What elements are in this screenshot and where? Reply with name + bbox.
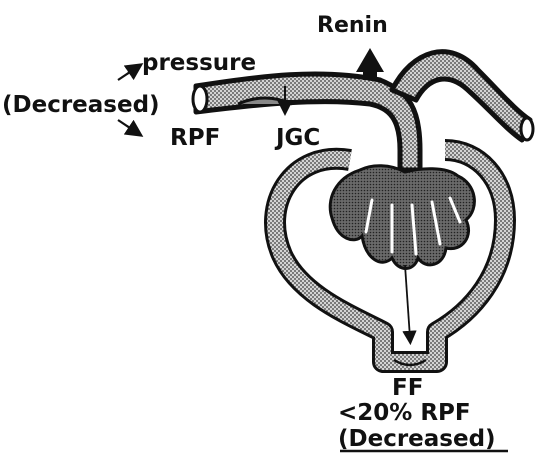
glomerular-tuft: [330, 166, 474, 269]
decreased-left-label: (Decreased): [2, 92, 160, 118]
pressure-arrow: [118, 68, 136, 80]
efferent-lumen: [521, 118, 533, 140]
renin-label: Renin: [317, 13, 388, 38]
ff-ratio-label: <20% RPF: [338, 400, 471, 426]
pressure-label: pressure: [142, 50, 256, 76]
rpf-arrow: [118, 120, 136, 132]
ff-label: FF: [392, 375, 423, 401]
jgc-label: JGC: [274, 125, 320, 151]
rpf-label: RPF: [170, 125, 220, 151]
decreased-bottom-label: (Decreased): [338, 426, 496, 452]
filtration-arrow: [405, 265, 410, 338]
afferent-lumen: [193, 86, 207, 112]
